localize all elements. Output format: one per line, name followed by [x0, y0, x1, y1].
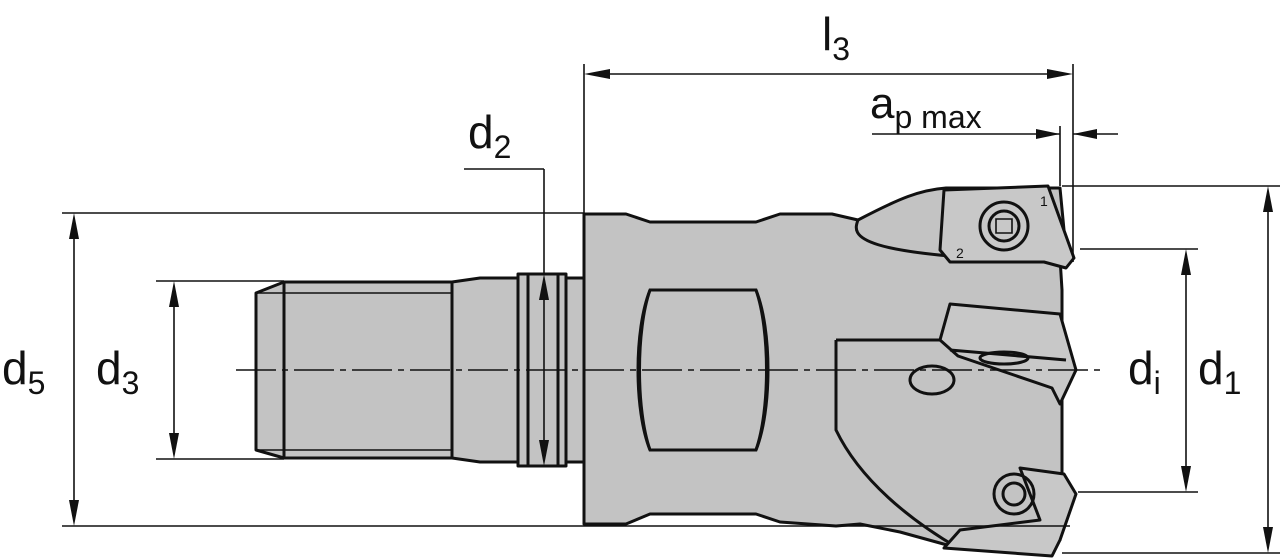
- label-d1: d1: [1198, 342, 1241, 401]
- label-d5: d5: [2, 342, 45, 401]
- label-l3: l3: [822, 8, 850, 67]
- insert-screw-bottom: [992, 472, 1036, 516]
- insert-mark-1: 1: [1040, 193, 1048, 209]
- insert-screw-top: [978, 200, 1030, 252]
- coolant-hole: [908, 364, 956, 396]
- label-d2: d2: [468, 106, 511, 165]
- label-d3: d3: [96, 342, 139, 401]
- top-insert: [938, 184, 1076, 270]
- label-di: di: [1128, 342, 1161, 401]
- insert-mark-2: 2: [956, 245, 964, 261]
- extension-lines: [62, 64, 1280, 554]
- dimension-lines: [69, 69, 1273, 553]
- tool-body-group: 1 2: [254, 184, 1078, 558]
- bottom-insert: [942, 466, 1078, 558]
- label-ap-max: ap max: [870, 79, 982, 135]
